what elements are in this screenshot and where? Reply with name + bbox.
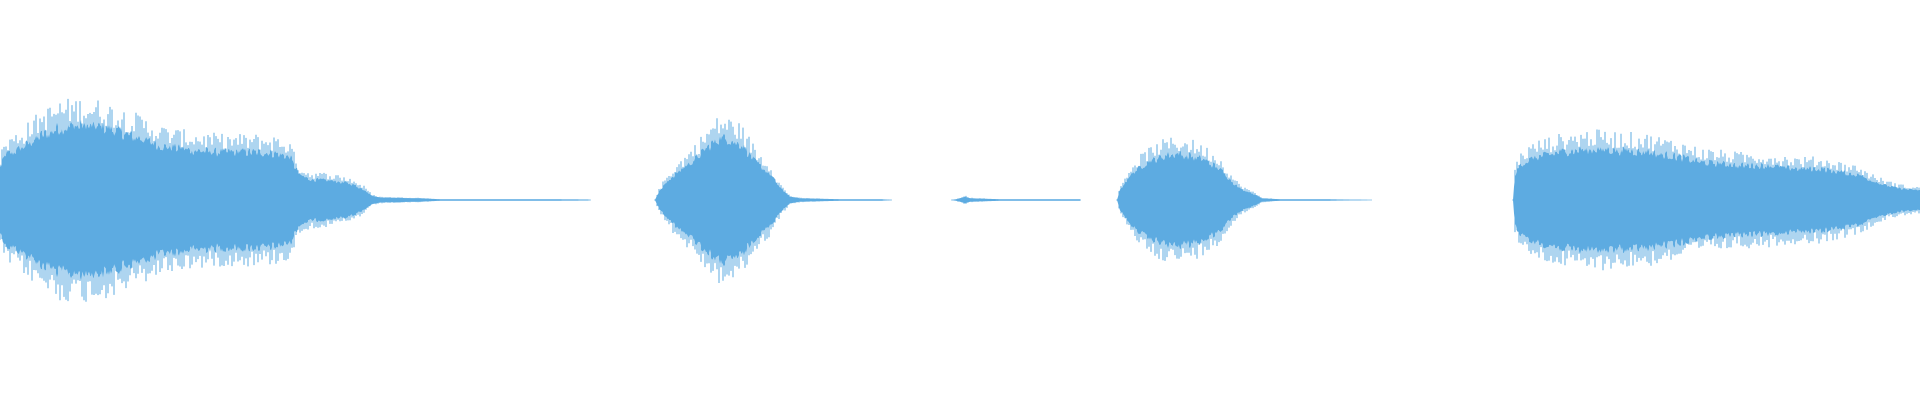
waveform-spikes: [951, 195, 1081, 204]
waveform-spikes: [1512, 129, 1920, 271]
segment-5: [1512, 129, 1920, 271]
segment-2: [654, 118, 892, 283]
waveform-spikes: [0, 98, 591, 302]
segment-1: [0, 98, 591, 302]
waveform-spikes: [654, 118, 892, 283]
waveform-spikes: [1116, 137, 1372, 261]
segment-4: [1116, 137, 1372, 261]
segment-3: [951, 195, 1081, 204]
